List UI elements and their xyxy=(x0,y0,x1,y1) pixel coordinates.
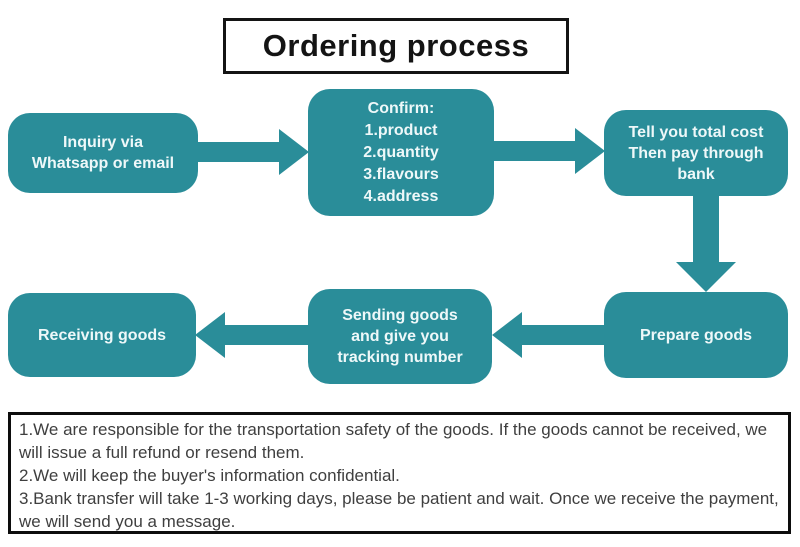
note-line: 1.We are responsible for the transportat… xyxy=(19,420,768,462)
arrow-stem xyxy=(693,195,719,262)
flow-node-confirm: Confirm: 1.product 2.quantity 3.flavours… xyxy=(308,89,494,216)
flow-node-receiving: Receiving goods xyxy=(8,293,196,377)
flow-node-inquiry: Inquiry via Whatsapp or email xyxy=(8,113,198,193)
arrow-stem xyxy=(493,141,575,161)
note-line: 3.Bank transfer will take 1-3 working da… xyxy=(19,489,779,531)
arrow-stem xyxy=(197,142,279,162)
flow-node-prepare: Prepare goods xyxy=(604,292,788,378)
arrow-head xyxy=(676,262,736,292)
diagram-title-box: Ordering process xyxy=(223,18,569,74)
flow-node-total-cost: Tell you total cost Then pay through ban… xyxy=(604,110,788,196)
arrow-stem xyxy=(522,325,605,345)
note-line: 2.We will keep the buyer's information c… xyxy=(19,466,400,485)
arrow-right-icon xyxy=(197,129,309,175)
arrow-right-icon xyxy=(493,128,605,174)
arrow-head xyxy=(575,128,605,174)
arrow-head xyxy=(279,129,309,175)
diagram-title: Ordering process xyxy=(262,28,530,63)
arrow-head xyxy=(492,312,522,358)
arrow-head xyxy=(195,312,225,358)
arrow-down-icon xyxy=(676,195,736,292)
notes-box: 1.We are responsible for the transportat… xyxy=(8,412,791,534)
arrow-left-icon xyxy=(492,312,605,358)
arrow-stem xyxy=(225,325,309,345)
arrow-left-icon xyxy=(195,312,309,358)
flow-node-sending: Sending goods and give you tracking numb… xyxy=(308,289,492,384)
